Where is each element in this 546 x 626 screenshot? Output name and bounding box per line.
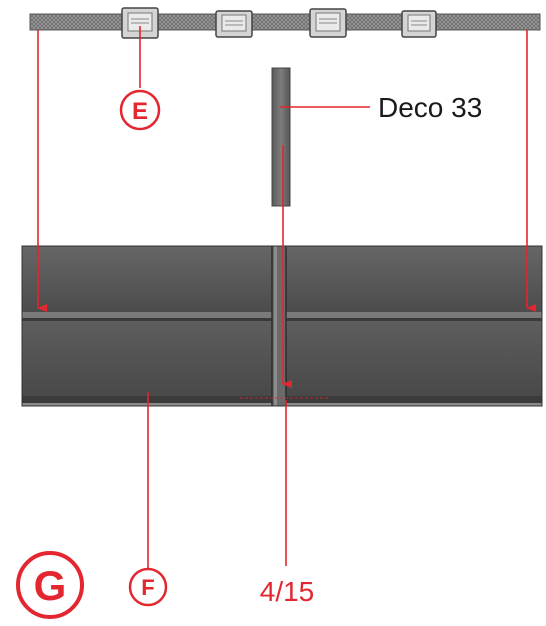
deco-panel xyxy=(271,67,291,207)
deco-label: Deco 33 xyxy=(378,92,482,123)
label-f: F xyxy=(141,575,154,600)
mounting-clip-icon xyxy=(309,8,347,38)
leader-lines xyxy=(37,26,536,568)
label-f-callout: F xyxy=(128,567,168,607)
mounting-clip-icon xyxy=(401,10,437,38)
mounting-clip-icon xyxy=(121,7,159,39)
mounting-clip-icon xyxy=(215,10,253,38)
label-g: G xyxy=(34,562,67,609)
label-e: E xyxy=(132,98,148,125)
label-e-callout: E xyxy=(119,89,161,131)
mounting-strip xyxy=(29,7,541,39)
measurement-label: 4/15 xyxy=(260,576,315,607)
label-g-callout: G xyxy=(16,551,84,619)
wall-board xyxy=(21,245,543,407)
